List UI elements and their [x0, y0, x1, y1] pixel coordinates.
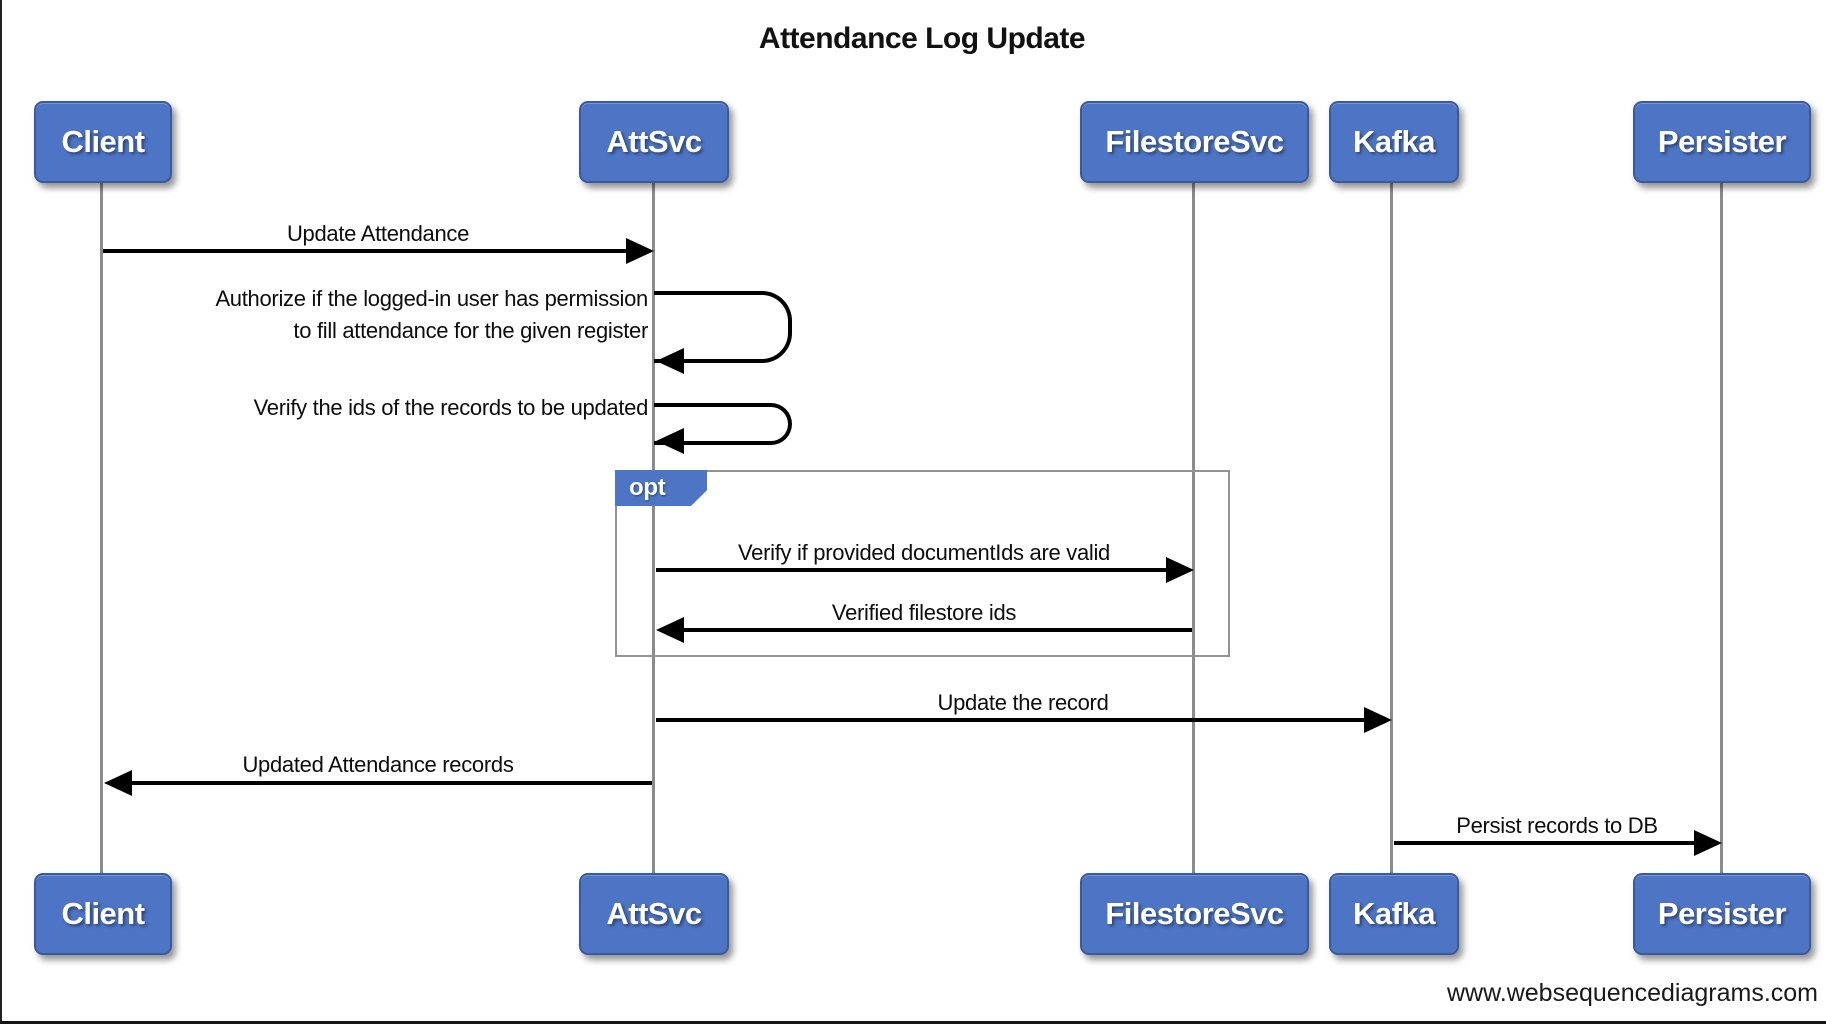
- message-line: [684, 628, 1192, 632]
- arrowhead-right-icon: [1166, 557, 1194, 583]
- participant-label: Client: [61, 124, 145, 159]
- participant-box-attsvc-bottom: AttSvc: [579, 873, 729, 955]
- participant-box-client-top: Client: [34, 101, 172, 183]
- message-label: Verify the ids of the records to be upda…: [253, 395, 649, 420]
- participant-label: AttSvc: [606, 124, 702, 159]
- arrowhead-right-icon: [1364, 707, 1392, 733]
- message-line: [132, 781, 652, 785]
- participant-box-persister-bottom: Persister: [1633, 873, 1811, 955]
- message-line: [656, 568, 1166, 572]
- arrowhead-left-icon: [656, 617, 684, 643]
- participant-label: FilestoreSvc: [1105, 896, 1284, 931]
- diagram-title: Attendance Log Update: [758, 22, 1086, 55]
- opt-fragment-label: opt: [629, 474, 666, 501]
- message-label: Persist records to DB: [1456, 813, 1658, 838]
- participant-label: Persister: [1657, 124, 1787, 159]
- lifeline-persister: [1720, 183, 1723, 873]
- participant-box-attsvc-top: AttSvc: [579, 101, 729, 183]
- message-label: Update the record: [937, 690, 1109, 715]
- lifeline-client: [100, 183, 103, 873]
- message-label: Update Attendance: [286, 221, 470, 246]
- participant-box-kafka-top: Kafka: [1329, 101, 1459, 183]
- participant-label: Kafka: [1353, 124, 1435, 159]
- participant-box-client-bottom: Client: [34, 873, 172, 955]
- arrowhead-right-icon: [1694, 830, 1722, 856]
- participant-label: Kafka: [1353, 896, 1435, 931]
- message-label: Authorize if the logged-in user has perm…: [215, 286, 648, 343]
- opt-fragment-tab: opt: [615, 470, 707, 506]
- lifeline-filestoresvc: [1192, 183, 1195, 873]
- participant-box-filestoresvc-bottom: FilestoreSvc: [1080, 873, 1309, 955]
- message-line: [1394, 841, 1694, 845]
- arrowhead-left-icon: [656, 428, 684, 454]
- participant-label: Client: [61, 896, 145, 931]
- self-loop: [654, 291, 792, 363]
- watermark-url: www.websequencediagrams.com: [1446, 979, 1818, 1007]
- participant-label: Persister: [1657, 896, 1787, 931]
- participant-label: AttSvc: [606, 896, 702, 931]
- message-line: [656, 718, 1364, 722]
- message-label: Verify if provided documentIds are valid: [738, 540, 1110, 565]
- arrowhead-left-icon: [656, 348, 684, 374]
- participant-label: FilestoreSvc: [1105, 124, 1284, 159]
- participant-box-kafka-bottom: Kafka: [1329, 873, 1459, 955]
- arrowhead-right-icon: [626, 238, 654, 264]
- message-label: Verified filestore ids: [831, 600, 1017, 625]
- message-label: Updated Attendance records: [242, 752, 514, 777]
- opt-fragment: [615, 470, 1230, 657]
- message-line: [103, 249, 630, 253]
- lifeline-kafka: [1390, 183, 1393, 873]
- arrowhead-left-icon: [104, 770, 132, 796]
- self-loop: [654, 403, 792, 445]
- lifeline-attsvc: [652, 183, 655, 873]
- participant-box-persister-top: Persister: [1633, 101, 1811, 183]
- participant-box-filestoresvc-top: FilestoreSvc: [1080, 101, 1309, 183]
